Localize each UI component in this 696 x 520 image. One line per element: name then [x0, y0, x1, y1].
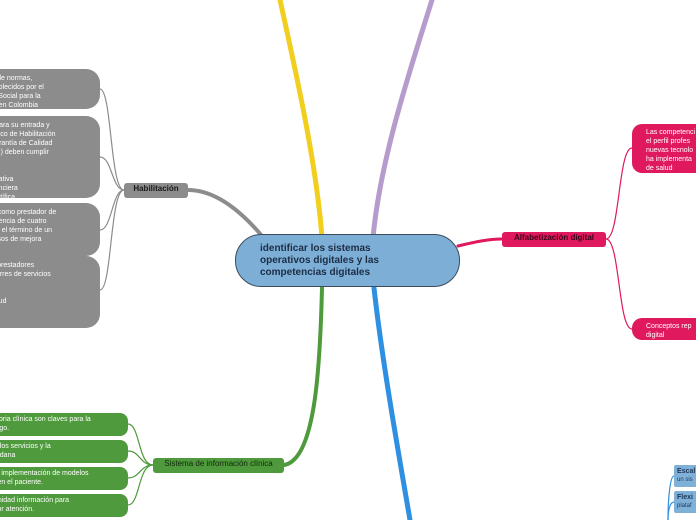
alfabetizacion-leaf[interactable]: Las competenci el perfil profes nuevas t…: [632, 124, 696, 173]
sistema-leaf-text: tunidad información para ejor atención.: [0, 497, 70, 513]
habilitacion-leaf-text: : Los prestadores s y cierres de servici…: [0, 262, 51, 305]
habilitacion-leaf[interactable]: dos, para su entrada y na Único de Habil…: [0, 116, 100, 198]
sistema-leaf-text: a los servicios y la dadana: [0, 443, 51, 459]
central-topic-text: identificar los sistemas operativos digi…: [260, 243, 379, 278]
alfabetizacion-leaf-text: Conceptos rep digital: [646, 323, 692, 339]
habilitacion-leaf-text: dos, para su entrada y na Único de Habil…: [0, 122, 56, 198]
sistema-leaf[interactable]: la implementación de modelos s en el pac…: [0, 467, 128, 490]
blue-leaf-subtitle: un sis: [677, 477, 693, 483]
sistema-leaf-connector: [127, 464, 154, 479]
sistema-leaf-connector: [127, 423, 154, 466]
green-branch-line: [282, 286, 324, 467]
yellow-branch-line: [277, 0, 325, 241]
sistema-leaf[interactable]: tunidad información para ejor atención.: [0, 494, 128, 517]
sistema-leaf-connector: [127, 450, 154, 466]
habilitacion-leaf-connector: [99, 189, 125, 291]
habilitacion-leaf[interactable]: nicial como prestador de na vigencia de …: [0, 203, 100, 256]
habilitacion-leaf[interactable]: : Los prestadores s y cierres de servici…: [0, 256, 100, 328]
pink-branch-line: [456, 237, 504, 248]
blue-leaf[interactable]: Escal un sis: [674, 465, 696, 487]
habilitacion-leaf-text: nicial como prestador de na vigencia de …: [0, 209, 57, 243]
central-topic[interactable]: identificar los sistemas operativos digi…: [235, 234, 460, 287]
gray-branch-line: [186, 188, 264, 238]
sistema-leaf-connector: [127, 464, 154, 506]
habilitacion-leaf-connector: [99, 156, 125, 191]
sistema-informacion-label: Sistema de información clínica: [164, 459, 273, 468]
blue-leaf-title: Escal: [677, 468, 696, 475]
blue-leaf-title: Flexi: [677, 494, 693, 501]
habilitacion-topic[interactable]: Habilitación: [124, 183, 188, 198]
blue-leaf-subtitle: plataf: [677, 503, 692, 509]
sistema-leaf[interactable]: a los servicios y la dadana: [0, 440, 128, 463]
blue-leaf[interactable]: Flexi plataf: [674, 491, 696, 513]
sistema-leaf-text: la implementación de modelos s en el pac…: [0, 470, 89, 486]
sistema-informacion-topic[interactable]: Sistema de información clínica: [153, 458, 284, 473]
habilitacion-leaf-connector: [99, 88, 125, 191]
alfabetizacion-leaf[interactable]: Conceptos rep digital: [632, 318, 696, 340]
alfabetizacion-leaf-connector: [605, 147, 633, 240]
purple-branch-line: [370, 0, 435, 241]
alfabetizacion-digital-topic[interactable]: Alfabetización digital: [502, 232, 606, 247]
habilitacion-leaf-connector: [99, 189, 125, 231]
alfabetizacion-digital-label: Alfabetización digital: [513, 233, 594, 242]
blue-leaf-connector: [667, 501, 675, 520]
blue-branch-line: [371, 285, 413, 520]
habilitacion-leaf-text: junto de normas, s establecidos por el c…: [0, 75, 44, 109]
alfabetizacion-leaf-connector: [605, 238, 633, 330]
alfabetizacion-leaf-text: Las competenci el perfil profes nuevas t…: [646, 129, 696, 172]
sistema-leaf-text: istoria clínica son claves para la esgo.: [0, 416, 91, 432]
habilitacion-leaf[interactable]: junto de normas, s establecidos por el c…: [0, 69, 100, 109]
sistema-leaf[interactable]: istoria clínica son claves para la esgo.: [0, 413, 128, 436]
habilitacion-label: Habilitación: [133, 184, 179, 193]
